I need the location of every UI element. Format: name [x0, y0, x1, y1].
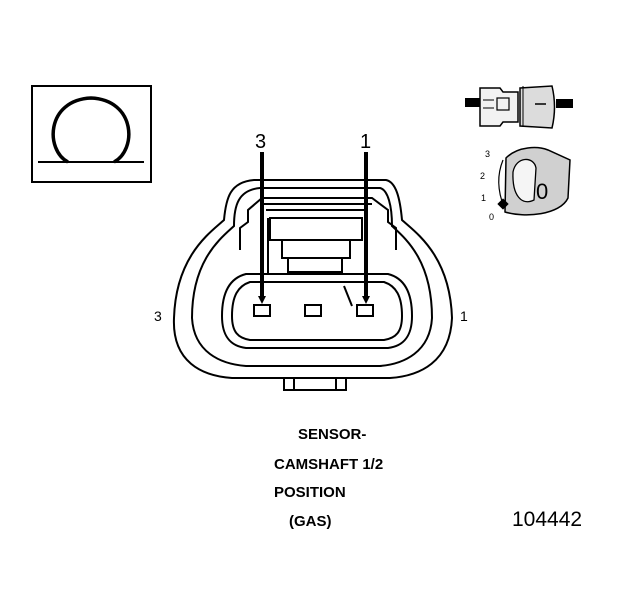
- connector-latch-outline: [239, 197, 397, 250]
- symbol-box-frame: [31, 85, 152, 183]
- caption-line-2: CAMSHAFT 1/2: [274, 456, 384, 473]
- terminal-1: [356, 304, 374, 317]
- dial-value: 0: [536, 179, 548, 204]
- omega-symbol-box: [31, 85, 152, 183]
- pin1-side-label: 1: [460, 308, 468, 324]
- pin3-top-label: 3: [255, 131, 266, 153]
- connector-face: [172, 179, 454, 391]
- figure-number: 104442: [512, 508, 583, 531]
- connector-latch-bar: [269, 217, 363, 241]
- connector-outer-shell: [172, 179, 454, 379]
- dial-scale-3: 3: [485, 149, 490, 159]
- dial-pointer: [497, 198, 509, 210]
- pin1-top-label: 1: [360, 131, 371, 153]
- connector-key-icon: [465, 85, 573, 129]
- dial-scale-2: 2: [480, 171, 485, 181]
- pin3-side-label: 3: [154, 308, 162, 324]
- terminal-cavity: [220, 273, 414, 349]
- dial-scale-1: 1: [481, 193, 486, 203]
- terminal-2: [304, 304, 322, 317]
- terminal-3: [253, 304, 271, 317]
- caption-line-3: POSITION: [274, 484, 346, 501]
- orientation-dial: 3 2 1 0 0: [480, 146, 571, 222]
- dial-scale-0: 0: [489, 212, 494, 222]
- omega-icon: [38, 96, 144, 164]
- connector-bottom-tab: [283, 378, 347, 391]
- caption-line-4: (GAS): [289, 513, 332, 530]
- caption-line-1: SENSOR-: [298, 426, 367, 443]
- pin1-index-line: [343, 285, 353, 307]
